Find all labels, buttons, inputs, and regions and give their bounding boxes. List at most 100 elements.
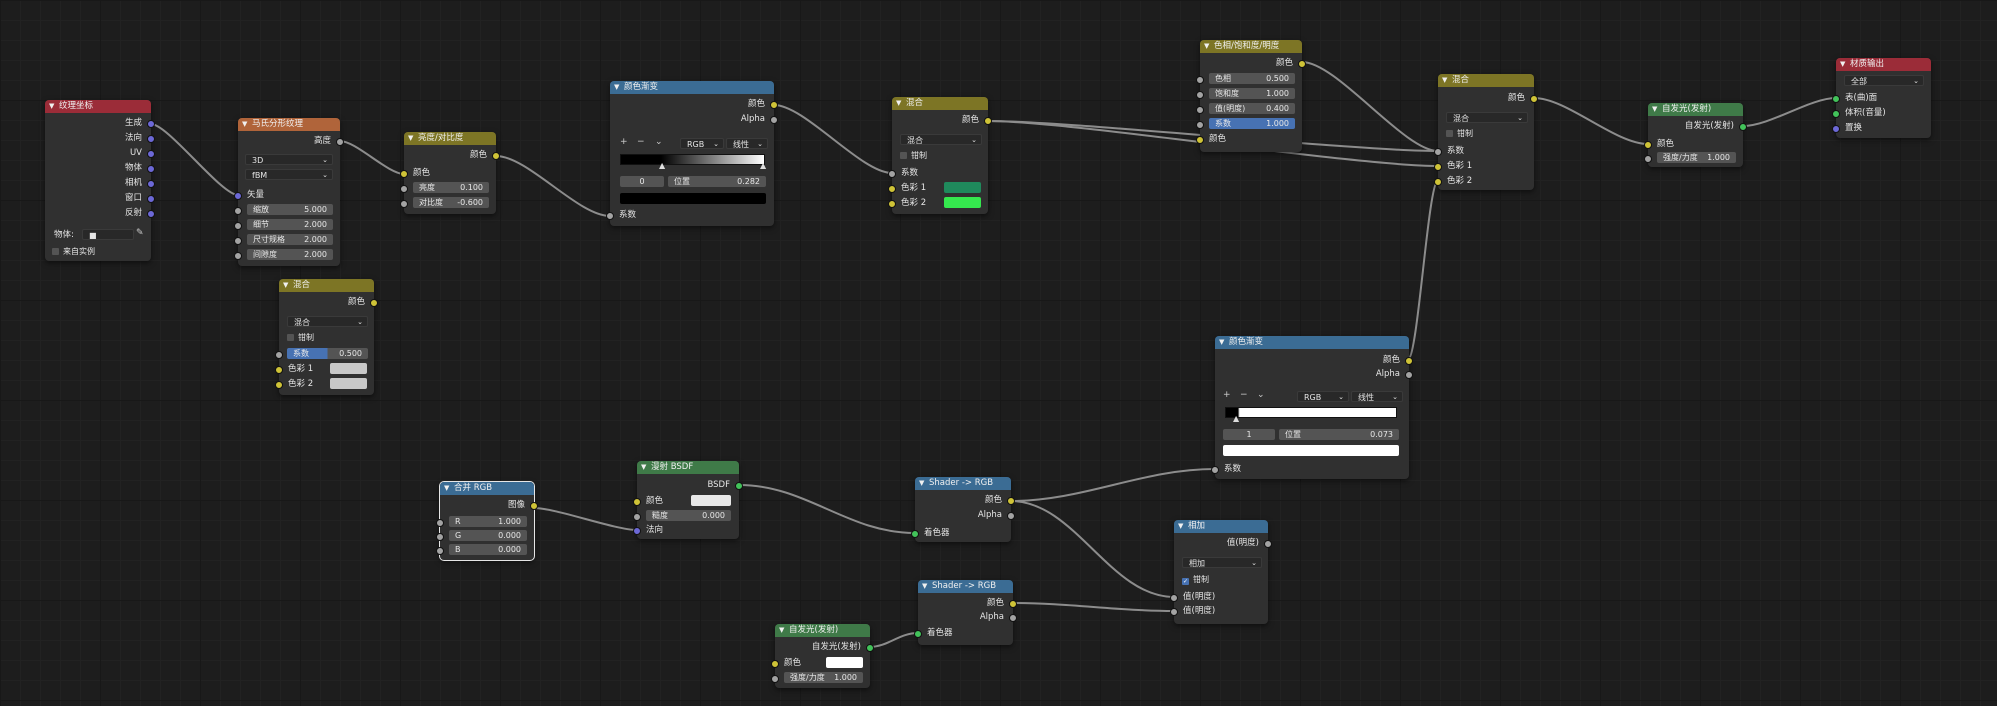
socket[interactable]: [275, 366, 283, 374]
color-ramp-bar[interactable]: [1225, 407, 1397, 418]
chevron-down-icon[interactable]: ⌄: [1257, 390, 1265, 400]
stop-index-field[interactable]: 1: [1223, 429, 1275, 440]
socket[interactable]: [1434, 163, 1442, 171]
clamp-checkbox[interactable]: 钳制: [1446, 128, 1473, 139]
minus-icon[interactable]: −: [637, 137, 645, 147]
socket[interactable]: [234, 192, 242, 200]
socket[interactable]: [771, 675, 779, 683]
node-header[interactable]: ▼自发光(发射): [775, 624, 870, 637]
socket[interactable]: [1530, 95, 1538, 103]
socket[interactable]: [1264, 540, 1272, 548]
node-header[interactable]: ▼马氏分形纹理: [238, 118, 340, 131]
target-dropdown[interactable]: 全部⌄: [1844, 75, 1924, 86]
color2-swatch[interactable]: [330, 378, 367, 389]
socket[interactable]: [436, 547, 444, 555]
socket[interactable]: [1832, 125, 1840, 133]
triangle-down-icon[interactable]: ▼: [1178, 522, 1184, 530]
socket[interactable]: [275, 351, 283, 359]
node-mix-rgb[interactable]: ▼混合 颜色 混合⌄ 钳制 系数 色彩 1 色彩 2: [888, 97, 992, 214]
socket[interactable]: [147, 150, 155, 158]
triangle-down-icon[interactable]: ▼: [242, 120, 248, 128]
socket[interactable]: [1832, 110, 1840, 118]
socket[interactable]: [1211, 466, 1219, 474]
node-header[interactable]: ▼自发光(发射): [1648, 103, 1743, 116]
triangle-down-icon[interactable]: ▼: [408, 134, 414, 142]
socket[interactable]: [770, 116, 778, 124]
triangle-down-icon[interactable]: ▼: [614, 83, 620, 91]
stop-color-swatch[interactable]: [620, 193, 766, 204]
socket[interactable]: [771, 660, 779, 668]
node-header[interactable]: ▼混合: [279, 279, 374, 292]
socket[interactable]: [888, 200, 896, 208]
node-material-output[interactable]: ▼材质输出 全部⌄ 表(曲)面 体积(音量) 置换: [1832, 58, 1931, 138]
socket[interactable]: [234, 237, 242, 245]
socket[interactable]: [1196, 136, 1204, 144]
ramp-stop[interactable]: ▲: [760, 161, 767, 170]
triangle-down-icon[interactable]: ▼: [49, 102, 55, 110]
triangle-down-icon[interactable]: ▼: [283, 281, 289, 289]
eyedropper-icon[interactable]: ✎: [136, 228, 144, 238]
ramp-stop[interactable]: ▲: [1233, 414, 1240, 423]
socket[interactable]: [1434, 178, 1442, 186]
node-header[interactable]: ▼Shader -> RGB: [918, 580, 1013, 593]
socket[interactable]: [147, 195, 155, 203]
socket[interactable]: [370, 299, 378, 307]
value-field[interactable]: 值(明度)0.400: [1209, 103, 1295, 114]
node-header[interactable]: ▼纹理坐标: [45, 100, 151, 113]
node-header[interactable]: ▼材质输出: [1836, 58, 1931, 71]
triangle-down-icon[interactable]: ▼: [896, 99, 902, 107]
socket[interactable]: [633, 513, 641, 521]
interpolation-dropdown[interactable]: 线性⌄: [1351, 391, 1403, 402]
node-header[interactable]: ▼色相/饱和度/明度: [1200, 40, 1302, 53]
socket[interactable]: [984, 117, 992, 125]
socket[interactable]: [492, 152, 500, 160]
triangle-down-icon[interactable]: ▼: [1840, 60, 1846, 68]
color-swatch[interactable]: [691, 495, 731, 506]
node-math-add[interactable]: ▼相加 值(明度) 相加⌄ ✓钳制 值(明度) 值(明度): [1170, 520, 1272, 624]
clamp-checkbox[interactable]: 钳制: [287, 332, 314, 343]
socket[interactable]: [400, 185, 408, 193]
operation-dropdown[interactable]: 相加⌄: [1182, 557, 1262, 568]
node-header[interactable]: ▼合并 RGB: [440, 482, 534, 495]
node-texture-coordinate[interactable]: ▼纹理坐标 生成 法向 UV 物体 相机 窗口 反射 物体: ■ ✎ 来自实例: [45, 100, 155, 261]
type-dropdown[interactable]: fBM⌄: [245, 169, 333, 180]
triangle-down-icon[interactable]: ▼: [1442, 76, 1448, 84]
color1-swatch[interactable]: [944, 182, 981, 193]
color-mode-dropdown[interactable]: RGB⌄: [680, 138, 724, 149]
socket[interactable]: [1196, 106, 1204, 114]
from-instancer-checkbox[interactable]: 来自实例: [52, 246, 95, 257]
socket[interactable]: [606, 212, 614, 220]
socket[interactable]: [1196, 121, 1204, 129]
socket[interactable]: [1196, 76, 1204, 84]
socket[interactable]: [1170, 594, 1178, 602]
clamp-checkbox[interactable]: ✓钳制: [1182, 575, 1209, 585]
socket[interactable]: [400, 170, 408, 178]
chevron-down-icon[interactable]: ⌄: [655, 137, 663, 147]
socket[interactable]: [1007, 512, 1015, 520]
socket[interactable]: [1644, 141, 1652, 149]
socket[interactable]: [147, 165, 155, 173]
dimension-dropdown[interactable]: 3D⌄: [245, 154, 333, 165]
socket[interactable]: [914, 630, 922, 638]
socket[interactable]: [147, 210, 155, 218]
node-header[interactable]: ▼颜色渐变: [1215, 336, 1409, 349]
blend-mode-dropdown[interactable]: 混合⌄: [900, 134, 982, 145]
socket[interactable]: [234, 222, 242, 230]
node-mix-rgb[interactable]: ▼混合 颜色 混合⌄ 钳制 系数 色彩 1 色彩 2: [1434, 74, 1538, 190]
ramp-stop[interactable]: ▲: [659, 161, 666, 170]
socket[interactable]: [275, 381, 283, 389]
